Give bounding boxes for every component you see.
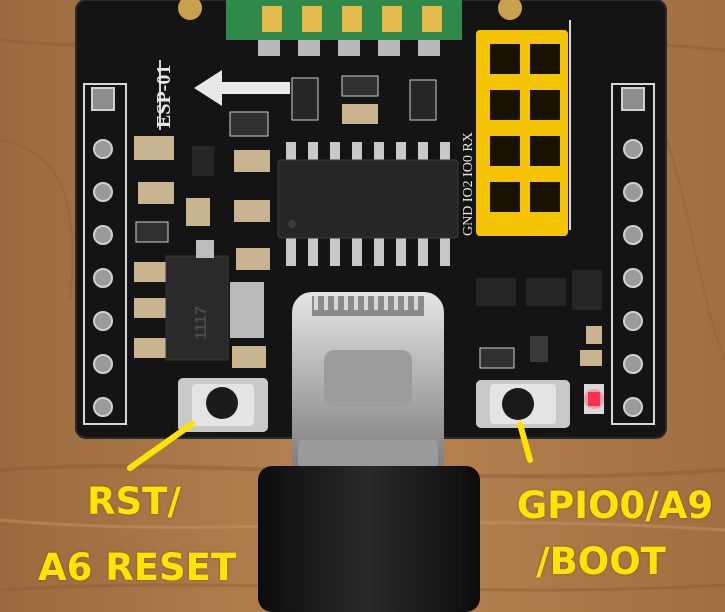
module-pads xyxy=(258,40,440,56)
rst-label: RST/ xyxy=(87,480,181,523)
esp01-module-edge xyxy=(178,0,522,40)
insert-arrow-icon xyxy=(194,70,290,106)
usb-cable-plug xyxy=(258,466,480,612)
gpio0-a9-label: GPIO0/A9 xyxy=(516,484,714,527)
reset-button xyxy=(178,378,268,432)
annotation-pointers xyxy=(127,421,533,471)
usb-serial-chip xyxy=(277,142,459,266)
left-pin-header xyxy=(91,87,115,417)
regulator-label: 1117 xyxy=(193,306,210,340)
esp01-silkscreen-label: ESP-01 xyxy=(153,65,175,128)
right-pin-header xyxy=(621,87,645,417)
voltage-regulator xyxy=(165,240,264,361)
socket-pin-labels: GND IO2 IO0 RX xyxy=(461,132,476,236)
esp01-socket xyxy=(476,30,568,236)
smd-components xyxy=(134,75,602,369)
boot-button xyxy=(476,380,570,428)
usb-c-connector xyxy=(292,292,444,492)
a6-reset-label: A6 RESET xyxy=(38,546,237,589)
power-led xyxy=(584,384,604,414)
boot-label: /BOOT xyxy=(536,540,666,583)
